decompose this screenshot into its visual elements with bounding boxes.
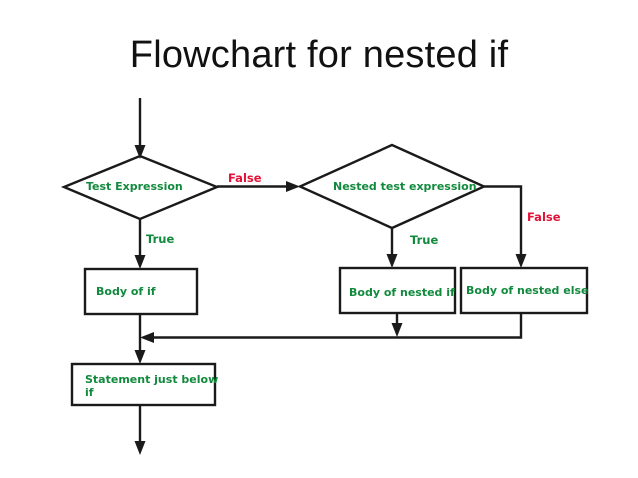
edge-entry [134,98,146,159]
edge-label-nested-true: True [410,233,438,247]
edge-test-true [134,219,146,269]
node-test-expression-label: Test Expression [86,180,183,193]
edge-nested-if-to-merge [391,313,403,337]
edge-label-nested-false: False [527,210,561,224]
node-statement-below[interactable]: Statement just below if [70,362,218,407]
node-body-of-if[interactable]: Body of if [83,267,199,316]
edge-label-test-true: True [146,232,174,246]
edge-nested-false [484,185,527,268]
node-body-of-nested-else-label: Body of nested else [466,284,589,297]
node-statement-below-label-line2: if [85,386,94,399]
edge-test-false [217,181,300,192]
edge-nested-true [386,228,398,268]
page-title: Flowchart for nested if [129,34,509,76]
edge-label-test-false: False [228,171,262,185]
node-body-of-nested-else[interactable]: Body of nested else [459,266,589,315]
node-body-of-if-label: Body of if [96,285,156,298]
edge-exit [134,405,146,455]
node-test-expression[interactable]: Test Expression [60,154,221,221]
node-body-of-nested-if[interactable]: Body of nested if [338,266,457,315]
edge-body-of-if-to-statement [134,314,146,364]
node-statement-below-label-line1: Statement just below [85,373,218,386]
node-nested-test-expression-label: Nested test expression [333,180,477,193]
edge-nested-else-to-merge [140,313,523,343]
node-body-of-nested-if-label: Body of nested if [349,286,455,299]
node-nested-test-expression[interactable]: Nested test expression [297,143,487,230]
